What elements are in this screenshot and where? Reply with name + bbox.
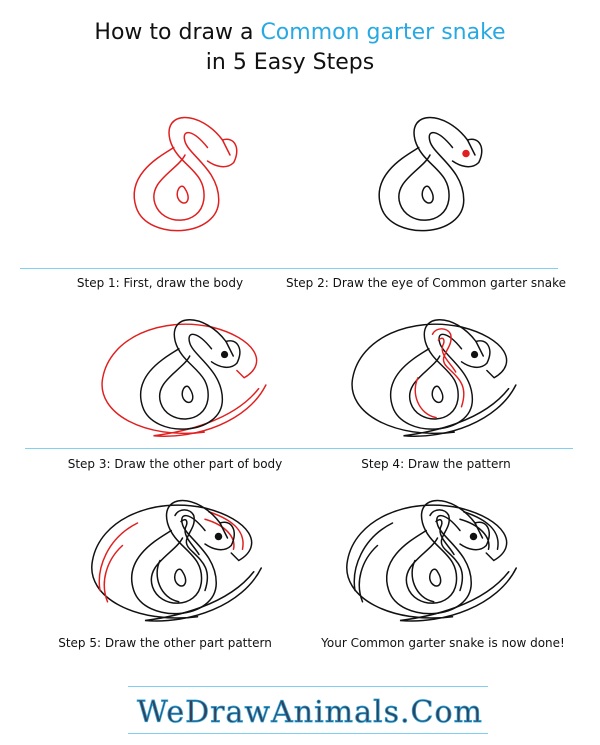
snake-stroke (204, 511, 244, 550)
snake-stroke (389, 333, 474, 430)
snake-stroke (460, 340, 491, 369)
snake-stroke (459, 521, 490, 551)
site-logo: WeDrawAnimals.Com (137, 695, 483, 731)
snake-stroke (176, 139, 231, 204)
snake-stroke (133, 131, 220, 232)
snake-stroke (353, 522, 394, 603)
title-animal: Common garter snake (260, 20, 506, 45)
page-subtitle: in 5 Easy Steps (205, 50, 375, 75)
snake-stroke (150, 499, 221, 604)
snake-stroke (459, 511, 499, 550)
snake-stroke (398, 116, 469, 221)
step-4-drawing (351, 319, 517, 437)
snake-stroke (91, 504, 253, 619)
step-caption: Step 5: Draw the other part pattern (58, 636, 272, 650)
title-prefix: How to draw a (94, 20, 261, 45)
snake-stroke (411, 559, 435, 603)
snake-stroke (414, 377, 437, 419)
final-drawing (346, 499, 517, 622)
step-1-drawing (133, 116, 238, 232)
divider (20, 268, 558, 269)
snake-stroke (144, 567, 262, 622)
snake-stroke (101, 323, 258, 434)
snake-stroke (429, 509, 464, 592)
snake-stroke (399, 567, 517, 622)
snake-stroke (204, 521, 235, 551)
snake-stroke (378, 131, 465, 232)
divider (25, 448, 573, 449)
snake-stroke (408, 319, 477, 420)
snake-stroke (174, 509, 209, 592)
step-caption: Step 3: Draw the other part of body (67, 457, 283, 471)
divider (128, 733, 488, 734)
snake-stroke (153, 116, 224, 221)
snake-stroke (180, 518, 200, 556)
snake-stroke (346, 504, 508, 619)
snake-stroke (437, 337, 457, 373)
snake-stroke (431, 328, 465, 408)
snake-stroke (435, 518, 455, 556)
snake-stroke (210, 340, 241, 369)
snake-stroke (405, 499, 476, 604)
step-2-drawing (378, 116, 483, 232)
step-caption: Step 1: First, draw the body (76, 276, 244, 290)
snake-stroke (206, 138, 238, 168)
step-caption: Step 2: Draw the eye of Common garter sn… (285, 276, 567, 290)
snake-stroke (451, 138, 483, 168)
page-title: How to draw a Common garter snake (0, 20, 600, 45)
eye-icon (462, 149, 470, 158)
svg-text:WeDrawAnimals.Com: WeDrawAnimals.Com (137, 695, 483, 730)
snake-stroke (351, 323, 508, 434)
snake-stroke (98, 522, 139, 603)
snake-stroke (431, 340, 484, 404)
snake-stroke (403, 384, 517, 437)
snake-stroke (156, 559, 180, 603)
step-3-drawing (101, 319, 267, 437)
snake-stroke (181, 340, 234, 404)
snake-stroke (153, 384, 267, 437)
snake-stroke (428, 522, 484, 587)
snake-stroke (158, 319, 227, 420)
step-caption: Your Common garter snake is now done! (321, 636, 565, 650)
snake-stroke (173, 522, 229, 587)
snake-stroke (139, 333, 224, 430)
step-caption: Step 4: Draw the pattern (361, 457, 511, 471)
snake-stroke (421, 139, 476, 204)
divider (128, 686, 488, 687)
step-5-drawing (91, 499, 262, 622)
